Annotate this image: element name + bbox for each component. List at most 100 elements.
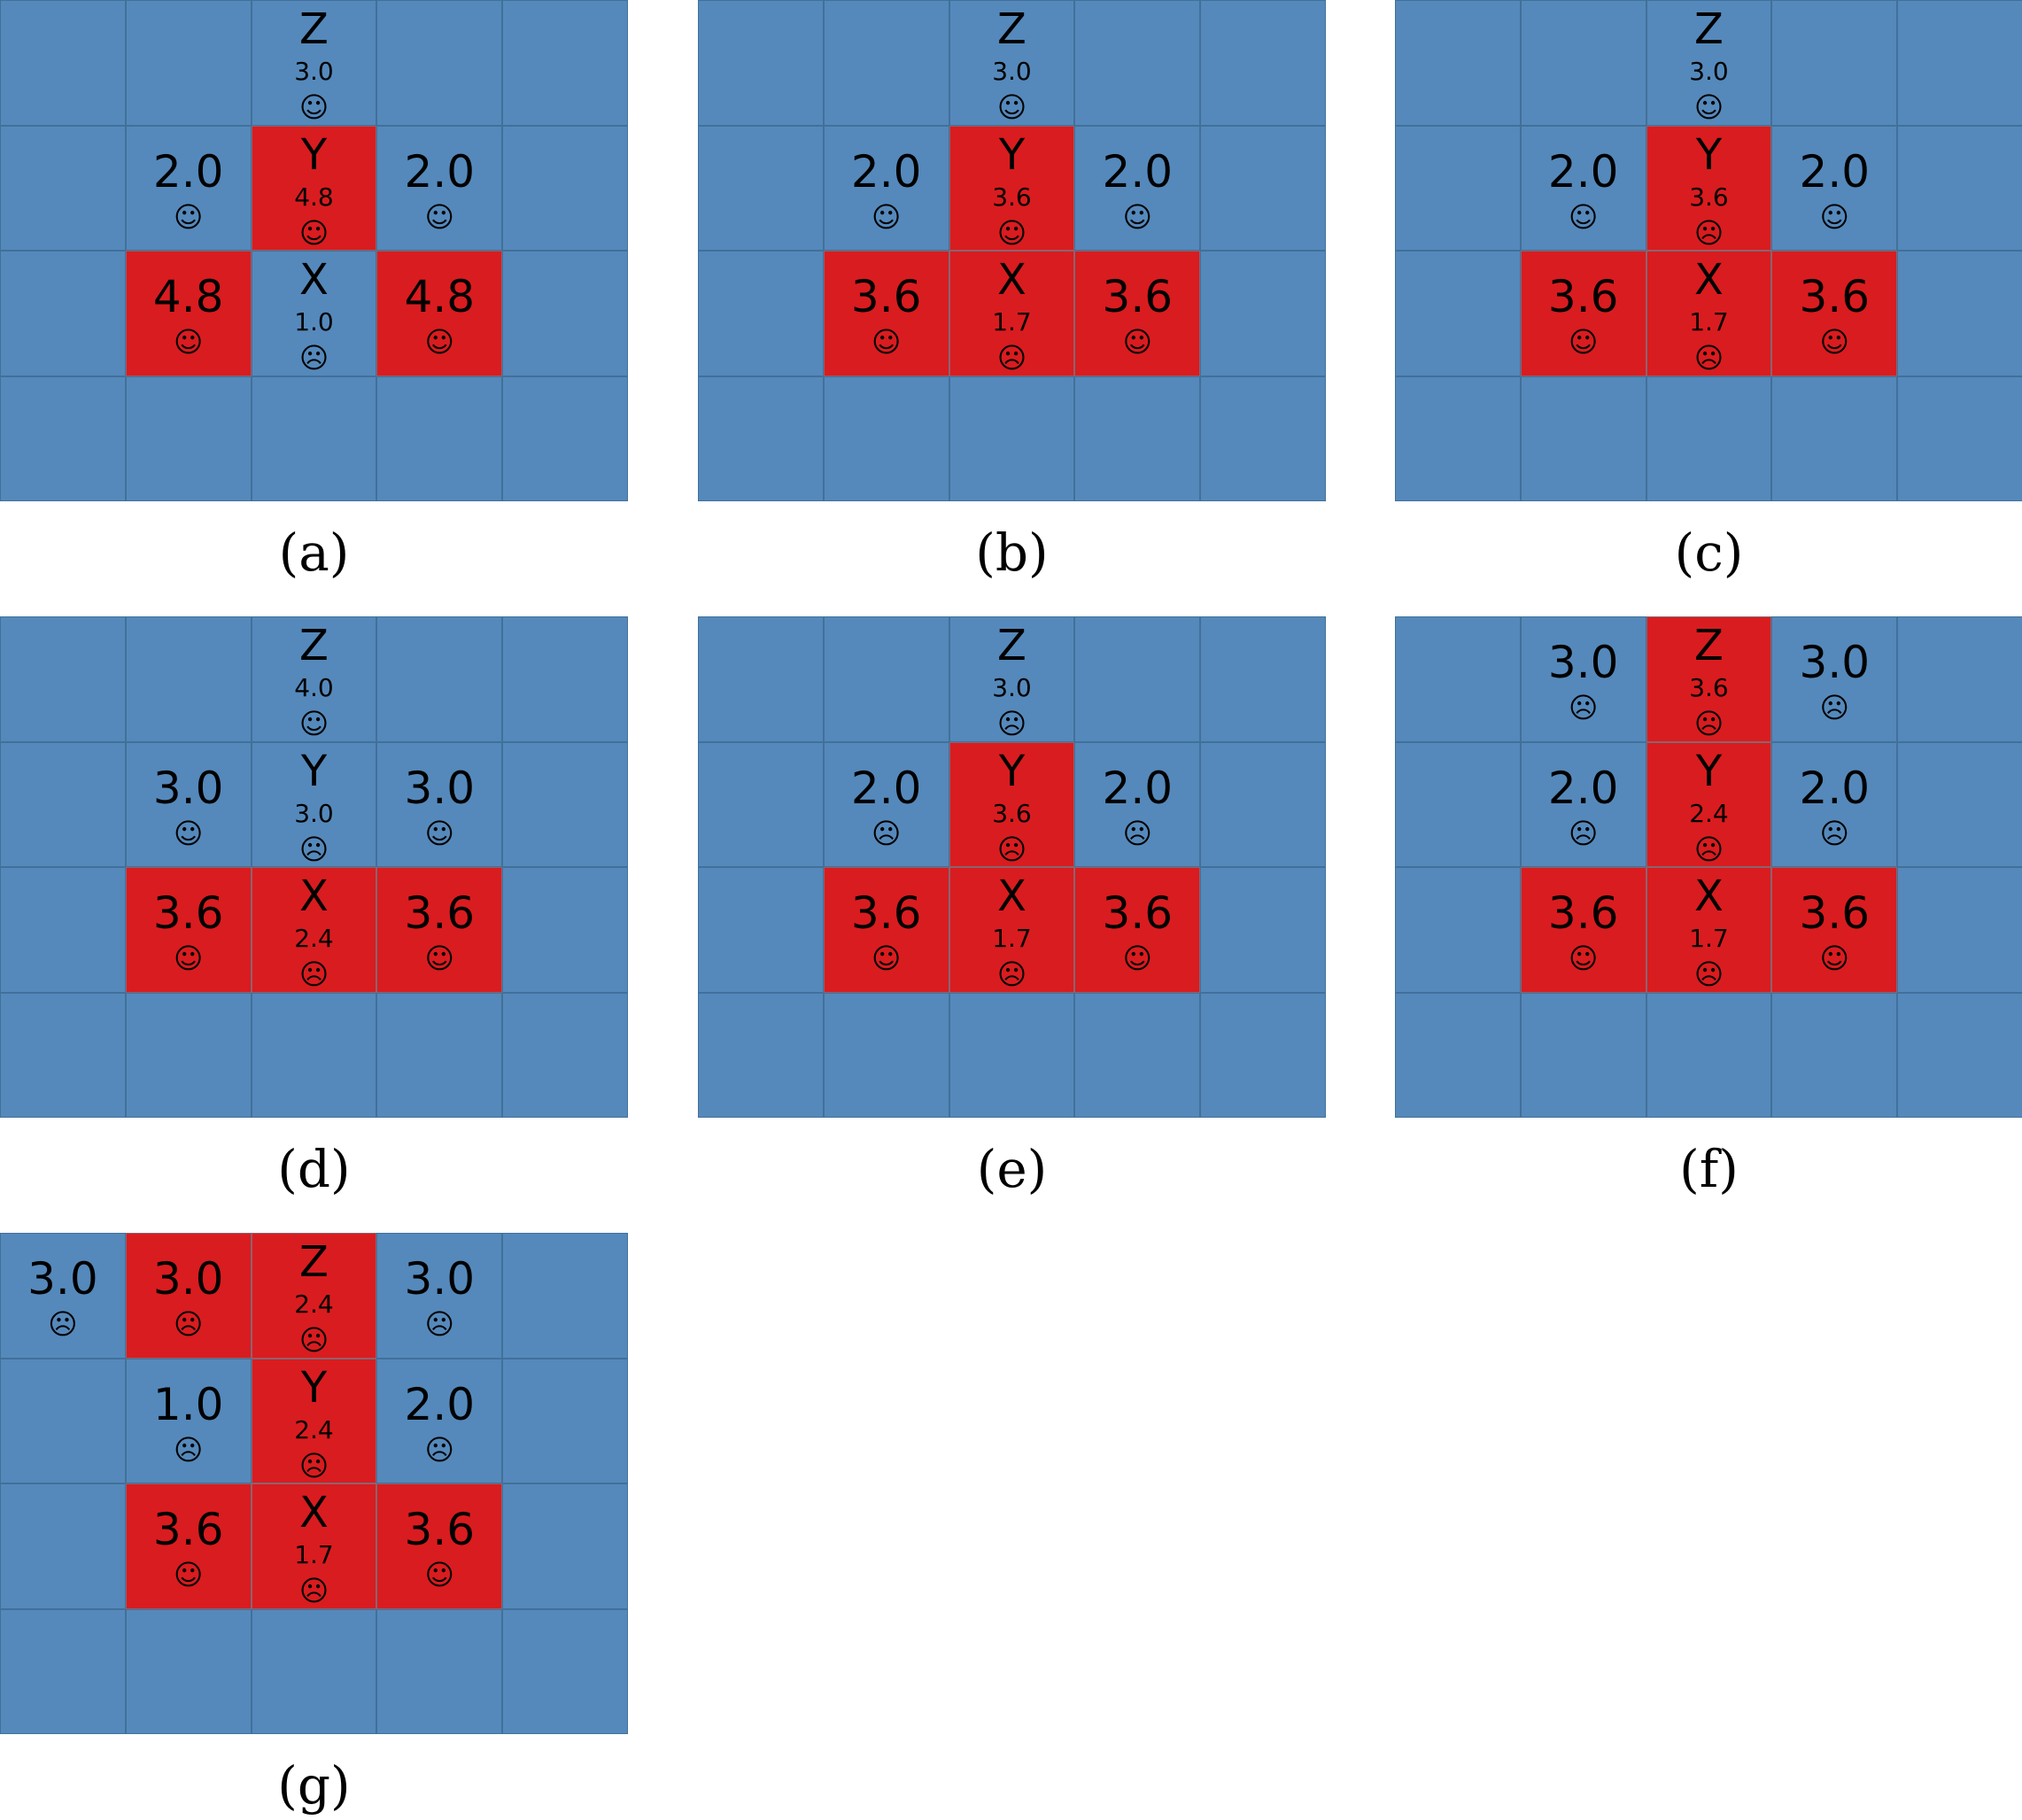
cell-value: 3.0 [1799,637,1871,688]
grid-cell [698,867,824,993]
agent-value: 1.0 [294,307,334,337]
agent-value: 1.7 [992,307,1032,337]
grid-cell [698,741,824,867]
unhappy-face-icon: ☹ [1819,691,1849,724]
happy-face-icon: ☺ [424,816,454,850]
happy-face-icon: ☺ [872,941,902,975]
unhappy-face-icon: ☹ [1693,707,1724,740]
happy-face-icon: ☺ [174,1558,204,1592]
cell-value: 3.0 [152,762,224,814]
grid-cell [1897,376,2022,501]
grid-cell [1074,616,1201,742]
grid-cell [1897,0,2022,126]
agent-value: 1.7 [1689,307,1729,337]
cell-value: 2.0 [152,145,224,197]
grid-cell [502,992,628,1118]
agent-label: X [997,255,1026,305]
happy-face-icon: ☺ [424,199,454,234]
cell-value: 2.0 [850,145,922,197]
grid-cell [502,616,628,742]
value-cell: 2.0☺ [376,125,503,251]
cell-value: 2.0 [1547,762,1619,814]
grid-cell [0,741,126,867]
grid-cell [251,1608,377,1734]
agent-label: Z [997,4,1026,54]
grid-cell [502,1608,628,1734]
grid-cell [698,251,824,376]
grid-cell [1395,867,1521,993]
value-cell: 1.0☹ [125,1358,252,1483]
panel-caption: (g) [277,1755,351,1816]
happy-face-icon: ☺ [174,816,204,850]
grid-cell [1200,741,1326,867]
grid-cell [0,376,126,501]
value-cell: 3.6☺ [1520,251,1646,376]
grid-cell [502,867,628,993]
grid-cell [0,251,126,376]
agent-label: X [299,871,329,921]
unhappy-face-icon: ☹ [1819,816,1849,850]
agent-value: 3.0 [1689,57,1729,86]
happy-face-icon: ☺ [298,215,329,250]
value-cell: 3.6☺ [376,867,503,993]
cell-value: 2.0 [1102,762,1174,814]
panel-caption: (e) [976,1139,1048,1199]
grid-cell [0,992,126,1118]
happy-face-icon: ☺ [872,325,902,359]
cell-value: 3.6 [1547,271,1619,322]
agent-label: Z [299,1237,329,1287]
cell-value: 4.8 [404,271,476,322]
unhappy-face-icon: ☹ [1693,341,1724,375]
grid-cell [502,0,628,126]
happy-face-icon: ☺ [1693,90,1724,124]
cell-value: 3.6 [1799,887,1871,939]
unhappy-face-icon: ☹ [424,1307,454,1341]
panel-caption: (b) [975,523,1049,583]
happy-face-icon: ☺ [298,707,329,740]
grid-cell [1520,376,1646,501]
happy-face-icon: ☺ [1569,199,1599,234]
agent-label: X [997,871,1026,921]
value-cell: 3.0☹ [0,1233,126,1359]
cell-value: 2.0 [1102,145,1174,197]
agent-value: 4.0 [294,673,334,702]
grid-cell [1200,992,1326,1118]
grid-cell [1200,0,1326,126]
happy-face-icon: ☺ [1569,325,1599,359]
cell-value: 2.0 [1547,145,1619,197]
grid-cell [698,376,824,501]
panel-caption: (d) [277,1139,351,1199]
happy-face-icon: ☺ [1819,941,1849,975]
value-cell: 2.0☹ [823,741,949,867]
grid-cell [1200,125,1326,251]
unhappy-face-icon: ☹ [996,957,1027,991]
grid-cell [1897,616,2022,742]
cell-value: 3.6 [152,1504,224,1555]
unhappy-face-icon: ☹ [298,832,329,866]
happy-face-icon: ☺ [424,325,454,359]
grid-cell [125,376,252,501]
agent-label: Y [300,746,328,796]
happy-face-icon: ☺ [872,199,902,234]
grid-cell [1074,376,1201,501]
grid-cell [502,741,628,867]
value-cell: 3.6☺ [1771,251,1898,376]
grid-cell [376,376,503,501]
value-cell: 3.6☺ [823,867,949,993]
grid-cell [698,0,824,126]
grid-cell [1771,992,1898,1118]
happy-face-icon: ☺ [1122,199,1152,234]
cell-value: 2.0 [404,145,476,197]
agent-value: 2.4 [294,1289,334,1319]
unhappy-face-icon: ☹ [996,832,1027,866]
value-cell: 3.0☹ [1771,616,1898,742]
